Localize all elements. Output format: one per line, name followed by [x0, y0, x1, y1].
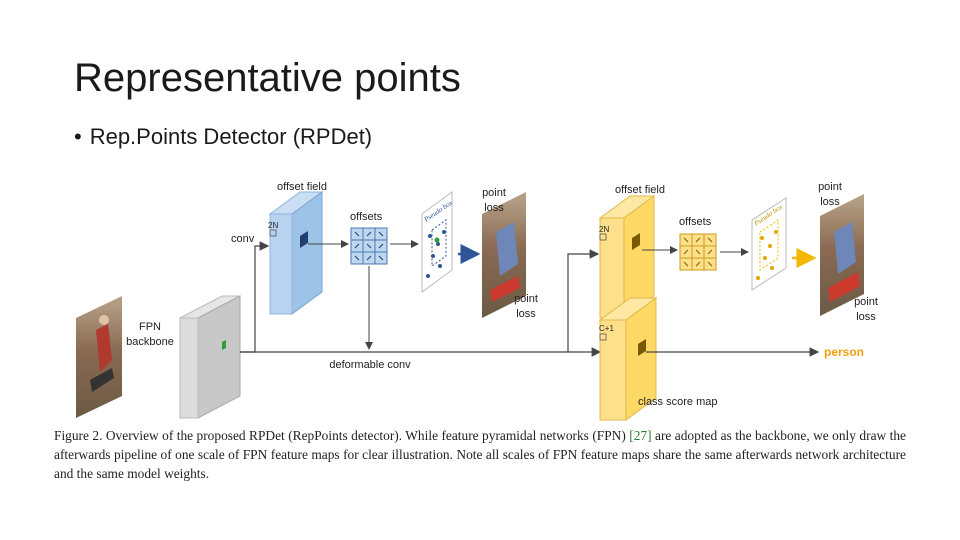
- slide-title: Representative points: [74, 56, 461, 100]
- conv-arrow: [240, 241, 270, 353]
- result-image-blue: [482, 192, 526, 318]
- figure-caption: Figure 2. Overview of the proposed RPDet…: [54, 426, 906, 483]
- pseudo-box-blue: [421, 191, 453, 293]
- class-score-map: [598, 297, 658, 421]
- point-loss-mid-1: point: [514, 293, 538, 305]
- c-plus-1-label: C+1: [599, 324, 614, 333]
- deformable-conv-label: deformable conv: [329, 359, 411, 371]
- c-plus-1-bracket: [599, 333, 607, 341]
- point-loss-top-1: point: [482, 187, 506, 199]
- backbone-label: backbone: [126, 336, 174, 348]
- two-n-label-top: 2N: [268, 221, 278, 230]
- point-loss-right-low-2: loss: [856, 311, 876, 323]
- offset-field-label-right: offset field: [615, 184, 665, 196]
- point-loss-mid-2: loss: [516, 308, 536, 320]
- two-n-bracket-right: [599, 233, 607, 241]
- person-label: person: [824, 345, 864, 359]
- offsets-label-right: offsets: [679, 216, 712, 228]
- point-loss-top-2: loss: [484, 202, 504, 214]
- offset-field-label-top: offset field: [277, 181, 327, 193]
- offsets-grid-yellow: [679, 233, 717, 271]
- result-image-yellow: [820, 194, 864, 316]
- input-image: [76, 296, 122, 418]
- pseudo-box-yellow: [751, 197, 787, 291]
- bullet-text: Rep.Points Detector (RPDet): [89, 124, 373, 149]
- deform-to-offset-arrow: [567, 249, 600, 352]
- conv-label: conv: [231, 233, 255, 245]
- caption-part2: are adopted as the backbone, we only dra…: [54, 428, 906, 481]
- bullet-item: • Rep.Points Detector (RPDet): [74, 124, 372, 150]
- offsets-grid-blue: [350, 227, 388, 265]
- offsets-label-top: offsets: [350, 211, 383, 223]
- two-n-bracket: [269, 229, 277, 237]
- point-loss-right-2: loss: [820, 196, 840, 208]
- point-loss-right-low-1: point: [854, 296, 878, 308]
- fpn-label: FPN: [139, 321, 161, 333]
- caption-ref: [27]: [629, 428, 652, 443]
- fpn-feature-map: [179, 295, 241, 419]
- point-loss-right-1: point: [818, 181, 842, 193]
- blue-offset-field: [268, 191, 324, 315]
- two-n-label-right: 2N: [599, 225, 609, 234]
- class-score-map-label: class score map: [638, 396, 717, 408]
- bullet-dot: •: [74, 124, 82, 149]
- caption-part1: Figure 2. Overview of the proposed RPDet…: [54, 428, 630, 443]
- yellow-offset-field: [598, 195, 656, 319]
